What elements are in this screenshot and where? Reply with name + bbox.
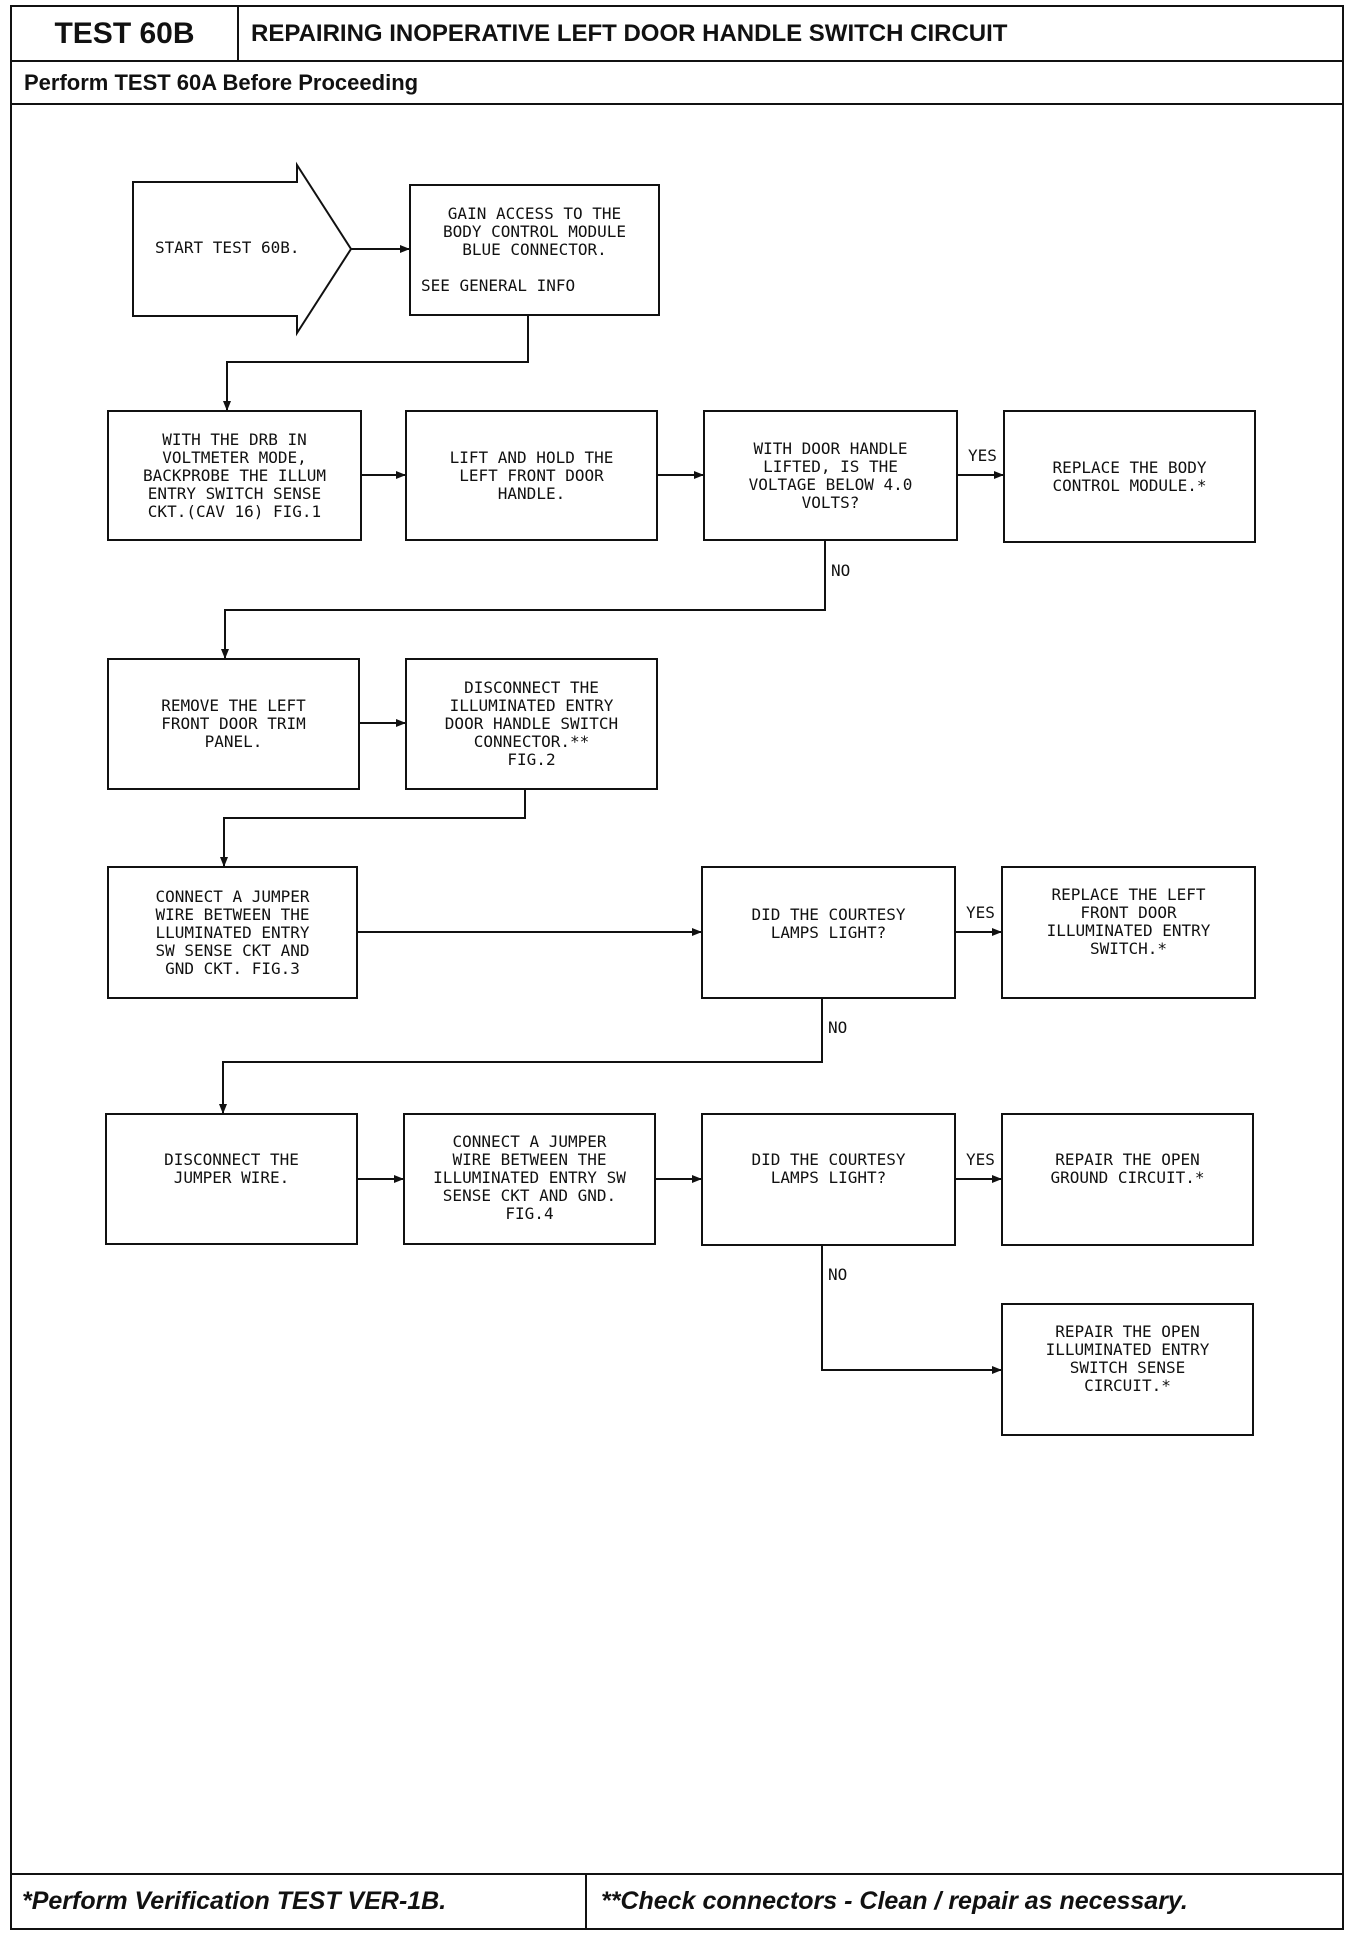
step-text: ILLUMINATED ENTRY: [1046, 921, 1211, 940]
step-disconnect-switch-connector: DISCONNECT THE ILLUMINATED ENTRY DOOR HA…: [405, 658, 658, 790]
step-text: GROUND CIRCUIT.*: [1050, 1168, 1205, 1187]
step-text: DOOR HANDLE SWITCH: [444, 714, 619, 733]
step-text: GND CKT. FIG.3: [165, 958, 300, 978]
yes-label: YES: [966, 903, 995, 922]
step-text: VOLTS?: [801, 492, 860, 512]
footer: *Perform Verification TEST VER-1B. **Che…: [12, 1873, 1342, 1928]
start-test-label: START TEST 60B.: [155, 238, 300, 257]
step-text: SENSE CKT AND GND.: [442, 1186, 617, 1205]
step-gain-access: GAIN ACCESS TO THE BODY CONTROL MODULE B…: [409, 184, 660, 316]
connector-access-to-drb: [223, 316, 529, 411]
step-text: ILLUMINATED ENTRY: [1045, 1340, 1210, 1359]
step-text: VOLTMETER MODE,: [162, 447, 307, 467]
step-text: SWITCH SENSE: [1069, 1358, 1186, 1377]
step-text: ILLUMINATED ENTRY: [449, 696, 614, 715]
step-text: REPAIR THE OPEN: [1055, 1150, 1200, 1169]
step-text: HANDLE.: [497, 483, 566, 503]
step-text: FRONT DOOR TRIM: [161, 714, 306, 733]
step-drb-voltmeter: WITH THE DRB IN VOLTMETER MODE, BACKPROB…: [107, 410, 362, 541]
footer-connector-note: **Check connectors - Clean / repair as n…: [601, 1887, 1188, 1915]
step-text: SEE GENERAL INFO: [421, 276, 576, 295]
step-text: CONNECT A JUMPER: [155, 886, 310, 906]
page-title: REPAIRING INOPERATIVE LEFT DOOR HANDLE S…: [239, 7, 1342, 62]
decision-courtesy-lamps-1: DID THE COURTESY LAMPS LIGHT?: [701, 866, 956, 999]
step-text: LIFT AND HOLD THE: [449, 447, 614, 467]
yes-label: YES: [968, 446, 997, 465]
step-text: DID THE COURTESY: [751, 905, 906, 924]
step-connect-jumper-fig3: CONNECT A JUMPER WIRE BETWEEN THE LLUMIN…: [107, 866, 358, 999]
decision-voltage-below: WITH DOOR HANDLE LIFTED, IS THE VOLTAGE …: [703, 410, 958, 541]
step-lift-hold-handle: LIFT AND HOLD THE LEFT FRONT DOOR HANDLE…: [405, 410, 658, 541]
step-text: FRONT DOOR: [1080, 903, 1177, 922]
procedure-page: TEST 60B REPAIRING INOPERATIVE LEFT DOOR…: [10, 5, 1344, 1930]
result-repair-ground-circuit: REPAIR THE OPEN GROUND CIRCUIT.*: [1001, 1113, 1254, 1246]
step-text: LEFT FRONT DOOR: [459, 465, 604, 485]
step-text: WIRE BETWEEN THE: [452, 1150, 607, 1169]
step-text: GAIN ACCESS TO THE: [447, 204, 622, 223]
step-text: WITH DOOR HANDLE: [753, 438, 908, 458]
step-text: LAMPS LIGHT?: [770, 1168, 887, 1187]
decision-courtesy-lamps-2: DID THE COURTESY LAMPS LIGHT?: [701, 1113, 956, 1246]
step-text: PANEL.: [204, 732, 263, 751]
step-text: BODY CONTROL MODULE: [442, 222, 627, 241]
step-text: WIRE BETWEEN THE: [155, 904, 310, 924]
no-label: NO: [831, 561, 851, 580]
step-text: DID THE COURTESY: [751, 1150, 906, 1169]
step-text: FIG.4: [505, 1204, 554, 1223]
step-text: ILLUMINATED ENTRY SW: [433, 1168, 626, 1187]
footer-verification-note: *Perform Verification TEST VER-1B.: [12, 1875, 587, 1928]
no-label: NO: [828, 1265, 848, 1284]
step-text: DISCONNECT THE: [464, 678, 599, 697]
step-text: BACKPROBE THE ILLUM: [142, 465, 327, 485]
yes-label: YES: [966, 1150, 995, 1169]
step-text: LLUMINATED ENTRY: [155, 922, 310, 942]
step-text: SWITCH.*: [1089, 939, 1168, 958]
step-text: LAMPS LIGHT?: [770, 923, 887, 942]
no-label: NO: [828, 1018, 848, 1037]
connector-no-remove-trim: [221, 541, 826, 659]
step-text: REMOVE THE LEFT: [161, 696, 306, 715]
step-text: JUMPER WIRE.: [173, 1168, 290, 1187]
step-text: BLUE CONNECTOR.: [462, 240, 607, 259]
start-arrow-shape: [132, 161, 353, 337]
test-id: TEST 60B: [12, 7, 239, 62]
result-replace-door-switch: REPLACE THE LEFT FRONT DOOR ILLUMINATED …: [1001, 866, 1256, 999]
step-remove-trim-panel: REMOVE THE LEFT FRONT DOOR TRIM PANEL.: [107, 658, 360, 790]
connector-disconnect-to-jumper: [220, 790, 526, 867]
prerequisite-note: Perform TEST 60A Before Proceeding: [12, 62, 1342, 105]
step-text: CIRCUIT.*: [1084, 1376, 1171, 1395]
step-text: LIFTED, IS THE: [763, 456, 898, 476]
step-text: REPAIR THE OPEN: [1055, 1322, 1200, 1341]
step-text: VOLTAGE BELOW 4.0: [748, 474, 913, 494]
step-text: CONNECT A JUMPER: [452, 1132, 607, 1151]
connector-no-repair-sense: [821, 1246, 1002, 1374]
step-connect-jumper-fig4: CONNECT A JUMPER WIRE BETWEEN THE ILLUMI…: [403, 1113, 656, 1245]
step-text: CONTROL MODULE.*: [1052, 475, 1207, 495]
step-text: SW SENSE CKT AND: [155, 940, 310, 960]
result-repair-sense-circuit: REPAIR THE OPEN ILLUMINATED ENTRY SWITCH…: [1001, 1303, 1254, 1436]
step-text: [530, 259, 540, 277]
result-replace-body-control-module: REPLACE THE BODY CONTROL MODULE.*: [1003, 410, 1256, 543]
step-text: CONNECTOR.**: [473, 732, 590, 751]
step-text: CKT.(CAV 16) FIG.1: [147, 501, 322, 521]
step-text: DISCONNECT THE: [164, 1150, 299, 1169]
step-text: FIG.2: [507, 750, 556, 769]
step-text: WITH THE DRB IN: [162, 429, 307, 449]
step-text: REPLACE THE LEFT: [1051, 885, 1206, 904]
step-disconnect-jumper: DISCONNECT THE JUMPER WIRE.: [105, 1113, 358, 1245]
step-text: ENTRY SWITCH SENSE: [147, 483, 322, 503]
step-text: REPLACE THE BODY: [1052, 457, 1207, 477]
connector-no-disconnect-jumper: [219, 999, 823, 1114]
